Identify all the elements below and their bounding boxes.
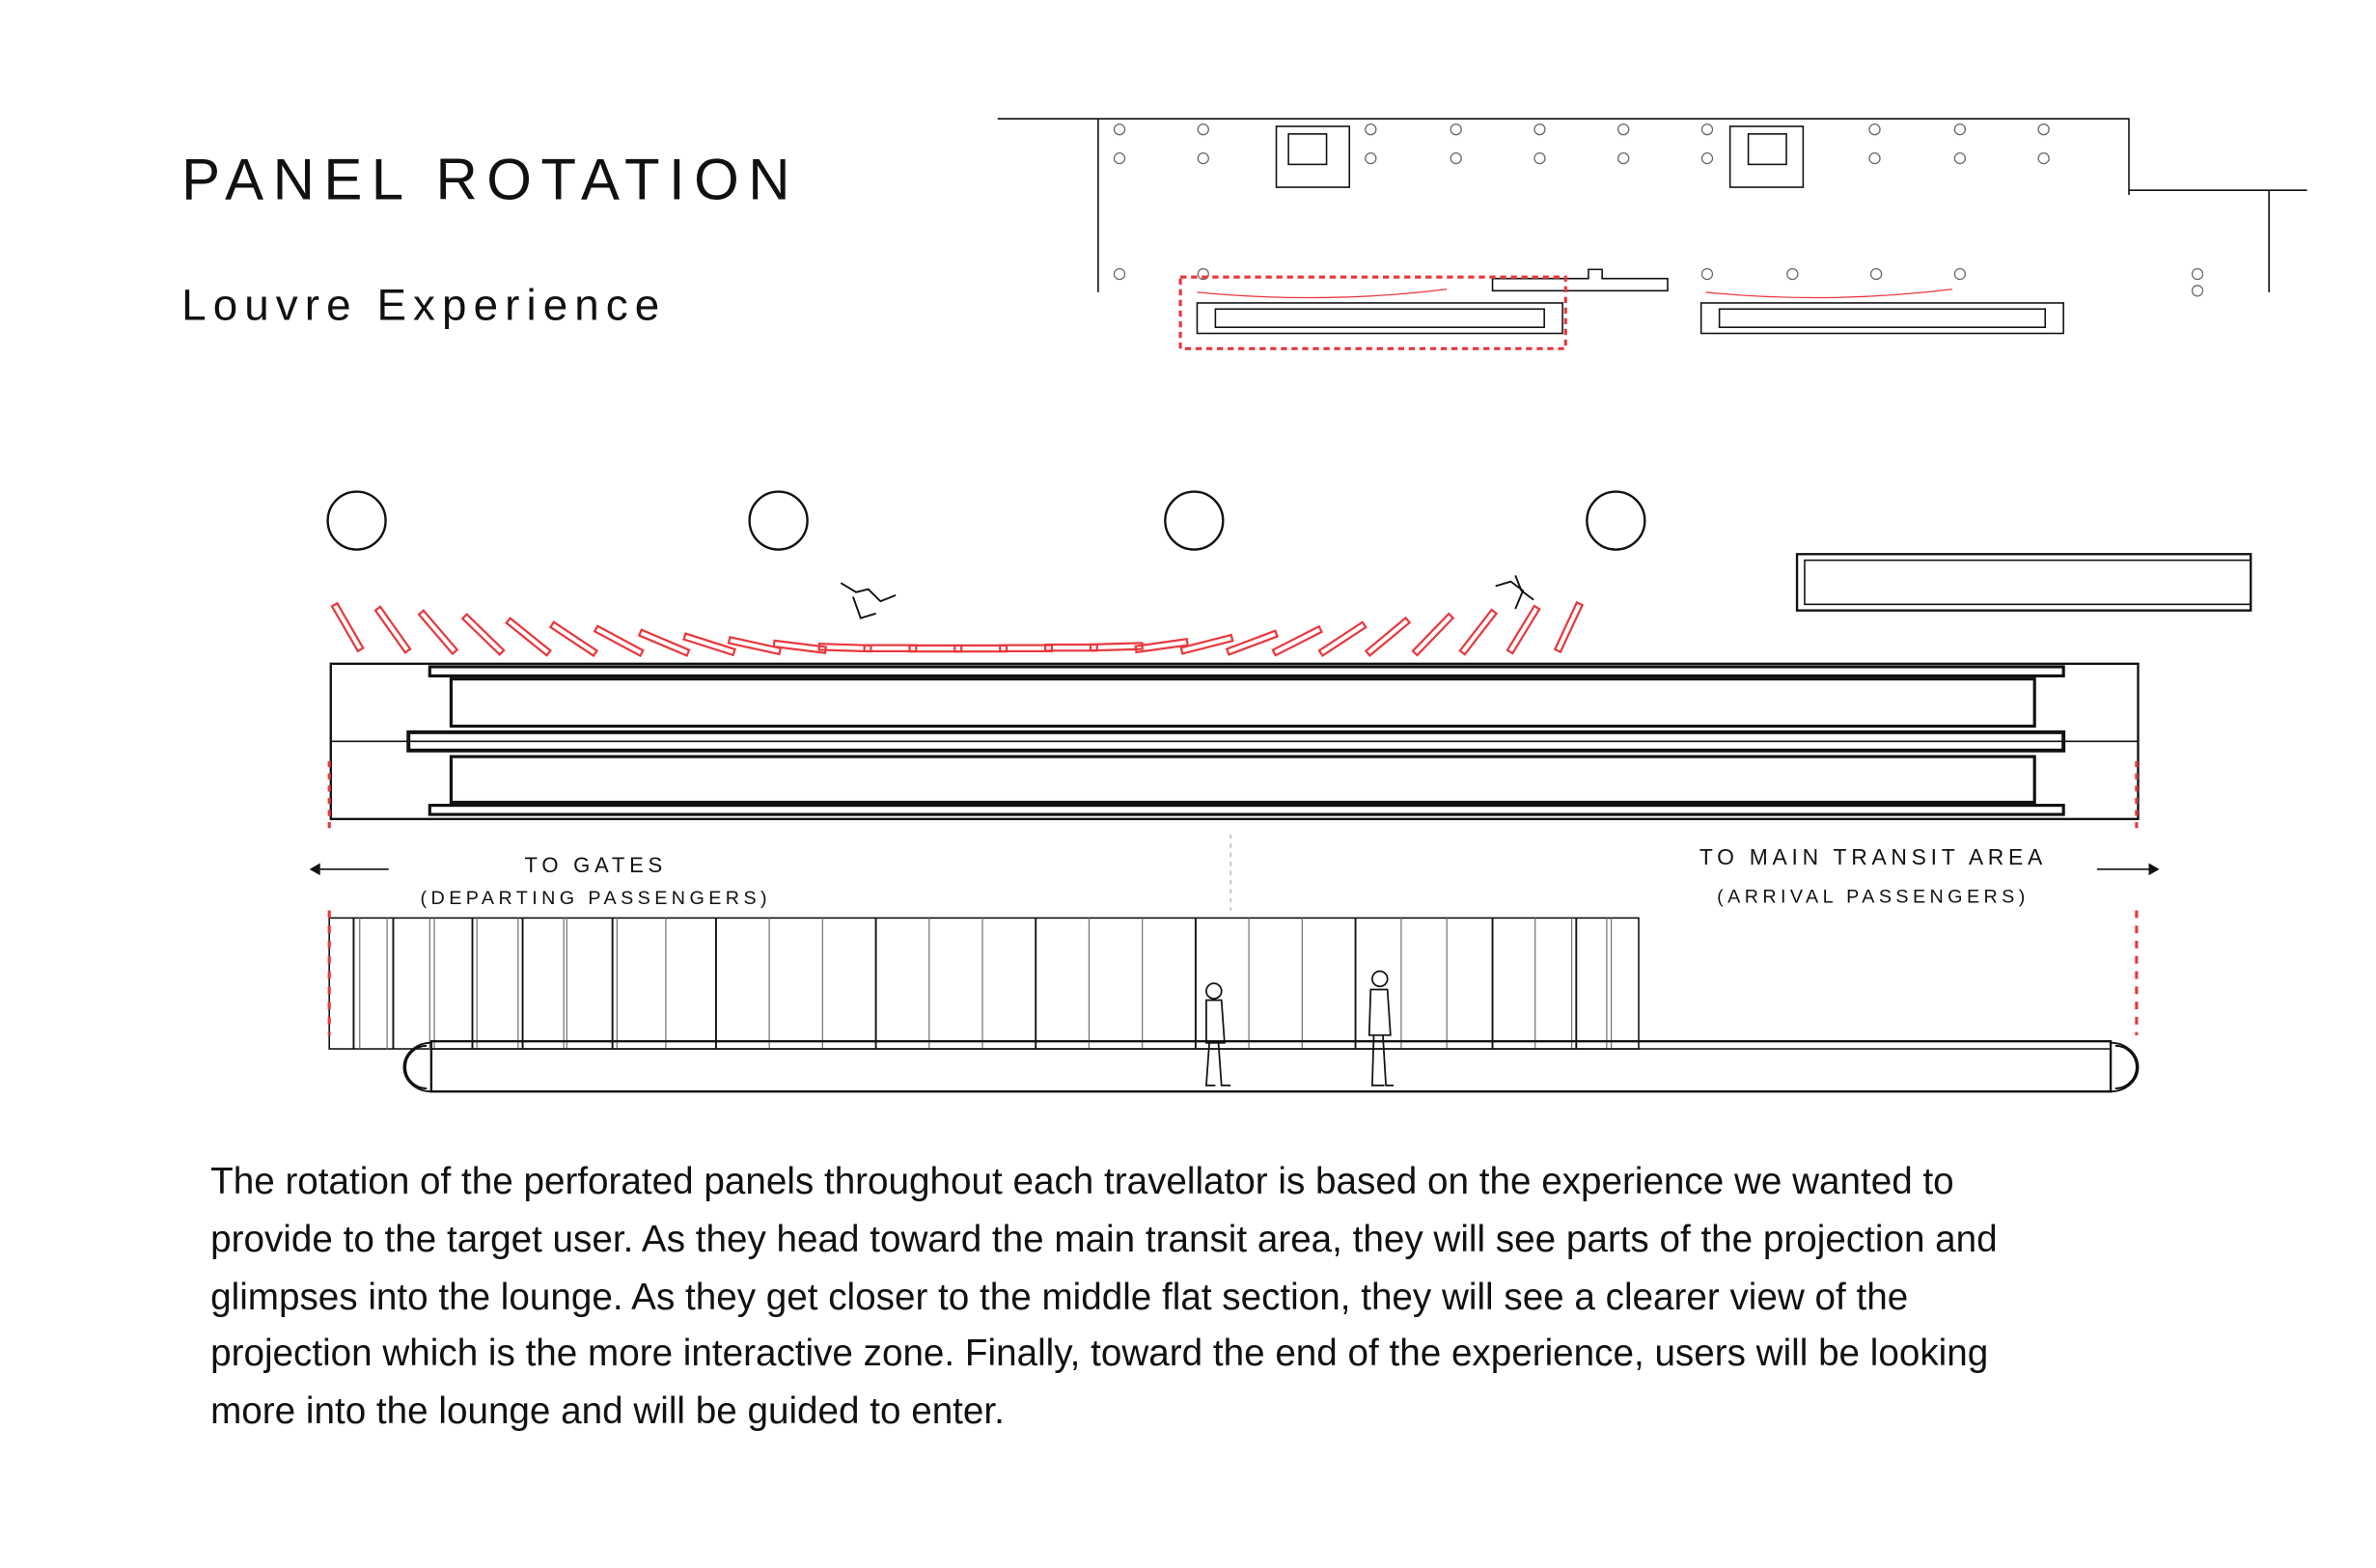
panel (1458, 608, 1499, 656)
panel (593, 624, 645, 658)
column (1869, 267, 1883, 281)
key-plan (997, 118, 2307, 350)
column (1533, 123, 1546, 136)
column (1450, 123, 1462, 136)
description-line: glimpses into the lounge. As they get cl… (210, 1277, 1908, 1318)
panel (1411, 612, 1455, 657)
column (1868, 151, 1881, 165)
panel (460, 613, 506, 657)
person-icon (1205, 982, 1231, 1087)
plan-view (326, 490, 2252, 835)
departing-label: (DEPARTING PASSENGERS) (421, 888, 771, 909)
column (1113, 123, 1126, 136)
column (1197, 151, 1209, 165)
panel (953, 644, 1008, 653)
person-icon (840, 582, 897, 619)
panel (1317, 620, 1368, 658)
column (2037, 151, 2050, 165)
column (1868, 123, 1881, 136)
description-line: more into the lounge and will be guided … (210, 1390, 1005, 1432)
column (1365, 151, 1377, 165)
description-line: provide to the target user. As they head… (210, 1219, 1998, 1260)
column (1700, 267, 1714, 281)
elevation-panels (352, 918, 1613, 1050)
column (1953, 123, 1967, 136)
perforated-panels (330, 600, 1585, 658)
arrow-left-icon (309, 863, 320, 876)
arrow-right-icon (2148, 863, 2160, 876)
page-title: PANEL ROTATION (181, 148, 799, 212)
column (1700, 151, 1714, 165)
panel (772, 639, 827, 654)
person-icon (1495, 575, 1534, 610)
to-gates-label: TO GATES (525, 853, 667, 877)
column (1365, 123, 1377, 136)
panel (373, 605, 412, 654)
column (1113, 267, 1126, 281)
panel (999, 644, 1053, 653)
column (1953, 151, 1967, 165)
panel (1225, 629, 1280, 656)
column (2037, 123, 2050, 136)
column (1164, 490, 1225, 551)
column (1700, 123, 1714, 136)
column (326, 490, 387, 551)
panel (1506, 604, 1541, 655)
column (1533, 151, 1546, 165)
key-plan-columns (1113, 123, 2204, 297)
panel (1134, 638, 1189, 654)
panel (1271, 624, 1324, 657)
column (1586, 490, 1646, 551)
panel (727, 635, 783, 656)
panel (330, 601, 365, 653)
page-subtitle: Louvre Experience (181, 280, 666, 329)
column (1617, 151, 1630, 165)
panel (1044, 643, 1098, 652)
person-icon (1368, 970, 1394, 1087)
panel (417, 609, 459, 656)
highlight-region (1178, 275, 1567, 350)
column (1197, 123, 1209, 136)
panel (817, 643, 872, 653)
column (748, 490, 809, 551)
column (1617, 123, 1630, 136)
panel (863, 644, 918, 653)
elevation-view (327, 910, 2140, 1093)
to-main-label: TO MAIN TRANSIT AREA (1699, 844, 2047, 869)
panel (908, 644, 963, 653)
column (1450, 151, 1462, 165)
description-line: The rotation of the perforated panels th… (210, 1161, 1954, 1202)
panel (1553, 600, 1585, 654)
panel (682, 632, 736, 657)
column (1953, 267, 1967, 281)
column (1786, 267, 1799, 281)
column (1197, 267, 1209, 281)
arrival-label: (ARRIVAL PASSENGERS) (1717, 887, 2030, 908)
panel (505, 617, 552, 657)
panel (1364, 616, 1412, 658)
description-line: projection which is the more interactive… (210, 1333, 1988, 1374)
panel (548, 620, 599, 658)
panel (1179, 633, 1234, 655)
description: The rotation of the perforated panels th… (210, 1161, 1998, 1432)
panel (637, 628, 691, 657)
column (1113, 151, 1126, 165)
